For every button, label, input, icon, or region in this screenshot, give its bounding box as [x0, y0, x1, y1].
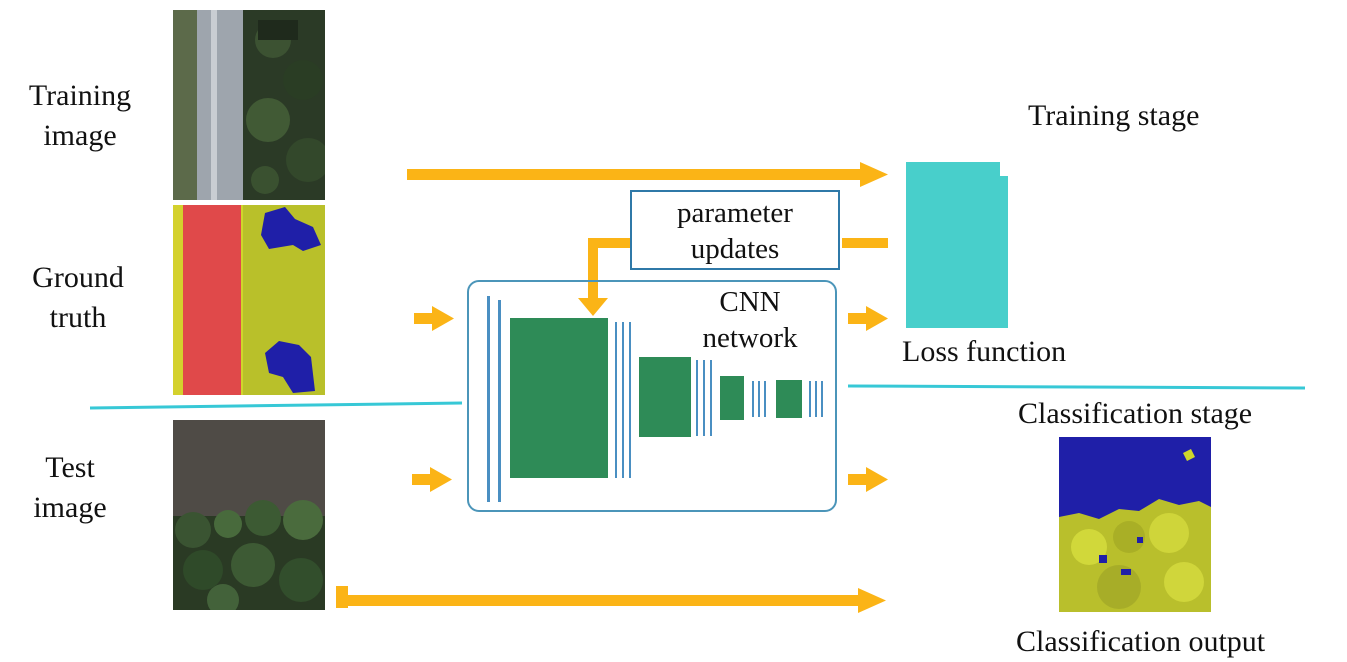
cnn-layer-line [629, 322, 631, 478]
cnn-input-layer-line [487, 296, 490, 502]
training-image [173, 10, 325, 200]
classification-output-image [1059, 437, 1211, 612]
cnn-conv-block-4 [776, 380, 802, 418]
cnn-layer-line [752, 381, 754, 417]
loss-function-block [906, 162, 1008, 328]
test-image-label: Test image [0, 448, 140, 528]
cnn-layer-line [764, 381, 766, 417]
cnn-layer-line [809, 381, 811, 417]
parameter-updates-box: parameter updates [630, 190, 840, 270]
cnn-to-loss-arrow [848, 306, 888, 331]
parameter-updates-line2: updates [690, 233, 780, 265]
test-image-label-line1: Test [45, 451, 95, 484]
cnn-layer-line [758, 381, 760, 417]
test-image-to-cnn-arrow [412, 467, 452, 492]
cnn-layer-line [815, 381, 817, 417]
stage-divider-right [847, 384, 1306, 390]
cnn-layer-line [696, 360, 698, 436]
cnn-layer-line [615, 322, 617, 478]
ground-truth-to-cnn-arrow [414, 306, 454, 331]
cnn-layer-line [710, 360, 712, 436]
cnn-network-label-line2: network [702, 322, 798, 354]
parameter-updates-line1: parameter [677, 197, 793, 229]
test-image-to-output-arrow [336, 586, 886, 613]
training-image-label: Training image [10, 76, 150, 156]
cnn-conv-block-1 [510, 318, 608, 478]
ground-truth-label-line2: truth [49, 301, 107, 334]
cnn-network-label-line1: CNN [719, 286, 781, 318]
cnn-network-label: CNN network [680, 284, 820, 356]
test-image-label-line2: image [33, 491, 107, 524]
ground-truth-label: Ground truth [8, 258, 148, 338]
cnn-conv-block-2 [639, 357, 691, 437]
cnn-layer-line [703, 360, 705, 436]
training-image-to-loss-arrow [407, 162, 888, 187]
stage-divider-left [89, 401, 463, 410]
training-image-label-line1: Training [28, 79, 132, 112]
cnn-network-box [467, 280, 837, 512]
cnn-to-output-arrow [848, 467, 888, 492]
training-stage-label: Training stage [1028, 99, 1200, 132]
cnn-input-layer-line [498, 300, 501, 502]
cnn-layer-line [622, 322, 624, 478]
training-image-label-line2: image [43, 119, 117, 152]
classification-output-label: Classification output [1016, 625, 1266, 658]
classification-stage-label: Classification stage [1018, 397, 1253, 430]
ground-truth-image [173, 205, 325, 395]
ground-truth-label-line1: Ground [32, 261, 124, 294]
loss-function-label: Loss function [902, 335, 1067, 368]
parameter-update-arrow [578, 238, 888, 316]
test-image [173, 420, 325, 610]
cnn-layer-line [821, 381, 823, 417]
cnn-conv-block-3 [720, 376, 744, 420]
